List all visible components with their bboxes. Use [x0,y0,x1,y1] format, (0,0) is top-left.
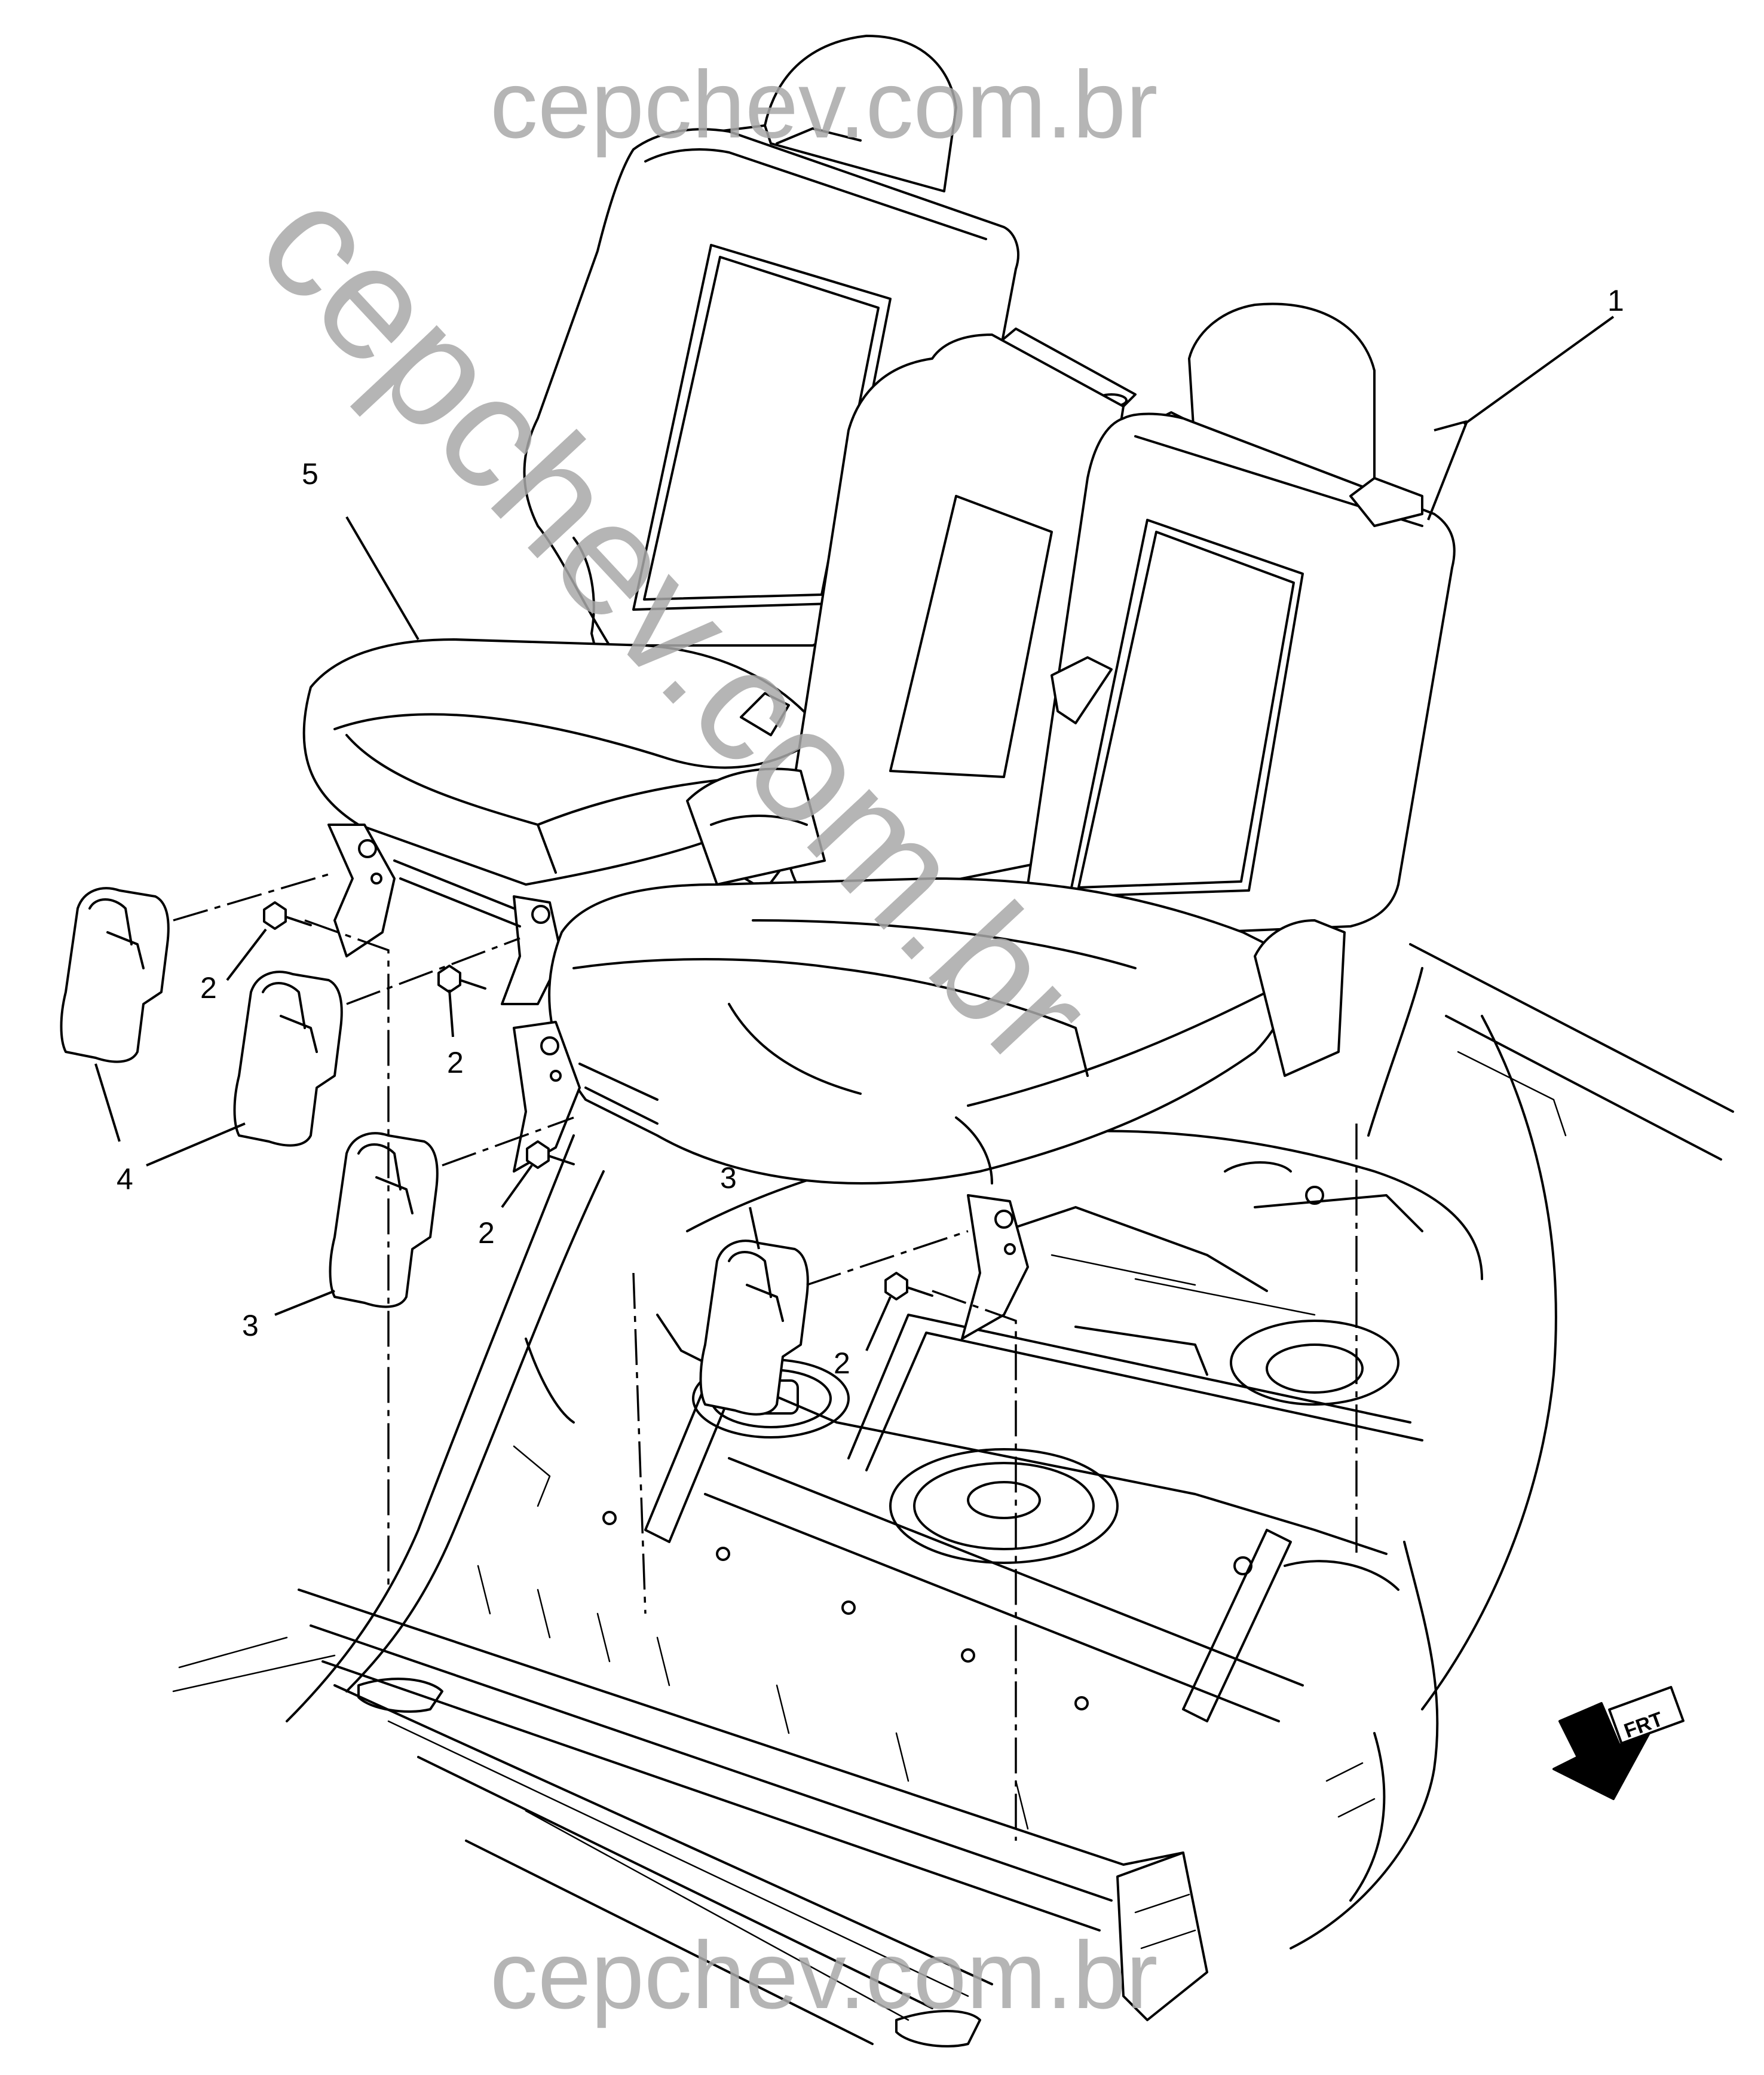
callout-1: 1 [1607,284,1624,317]
bolt-2b [437,965,486,993]
bolt-2c [526,1140,575,1169]
callout-2d: 2 [834,1346,850,1380]
rear-seat-right-assembly [513,302,1456,1340]
callout-2b: 2 [447,1046,464,1079]
callout-3a: 3 [242,1309,259,1342]
callout-labels: 1 5 2 2 2 2 4 3 3 [117,284,1624,1380]
bolts [263,901,933,1300]
callout-3b: 3 [720,1161,737,1195]
bolt-2a [263,901,312,930]
alignment-lines [173,871,1358,1841]
hinge-covers [60,887,809,1416]
callout-2a: 2 [200,971,217,1005]
callout-5: 5 [302,457,318,491]
watermark-top: cepchev.com.br [490,51,1158,158]
hinge-cover-4a [60,887,170,1063]
hinge-cover-3a [329,1132,439,1308]
callout-2c: 2 [478,1216,495,1250]
leader-lines [94,316,1615,1351]
forward-arrow-icon [1552,1702,1650,1800]
hinge-cover-4b [233,971,343,1147]
hinge-cover-3b [699,1240,809,1416]
front-direction-indicator: FRT [1552,1685,1685,1800]
bolt-2d [884,1272,933,1300]
callout-4: 4 [117,1162,133,1196]
watermark-bottom: cepchev.com.br [490,1921,1158,2028]
